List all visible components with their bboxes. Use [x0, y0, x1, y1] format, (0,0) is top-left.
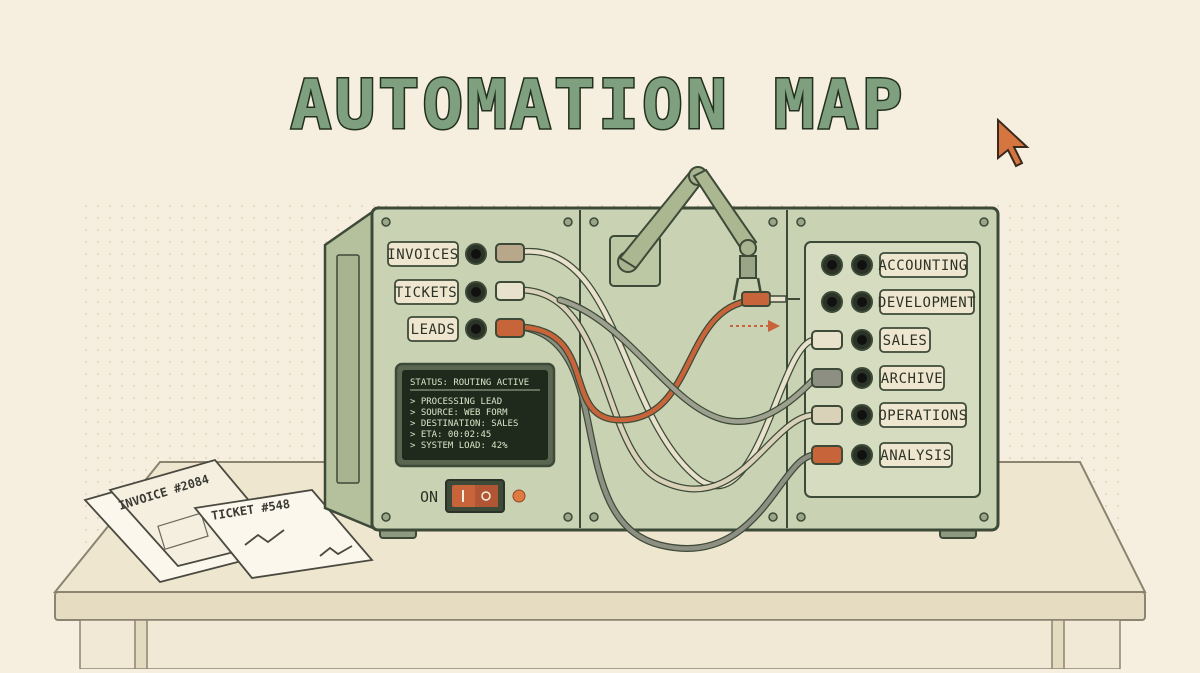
output-label-operations: OPERATIONS [878, 408, 967, 424]
input-label-invoices: INVOICES [387, 247, 458, 263]
screen-line: > SOURCE: WEB FORM [410, 408, 508, 418]
output-label-accounting: ACCOUNTING [878, 258, 967, 274]
output-label-sales: SALES [883, 333, 928, 349]
screen-line: > ETA: 00:02:45 [410, 430, 491, 440]
input-port-leads[interactable]: LEADS [407, 316, 525, 342]
screen-line: > SYSTEM LOAD: 42% [410, 441, 508, 451]
patch-cables [516, 248, 819, 552]
mouse-cursor-icon [997, 117, 1030, 168]
output-label-analysis: ANALYSIS [880, 448, 951, 464]
input-port-tickets[interactable]: TICKETS [394, 279, 525, 305]
power-indicator-light [512, 489, 526, 503]
power-switch-icon[interactable] [445, 479, 505, 513]
input-label-leads: LEADS [411, 322, 456, 338]
held-plug [741, 291, 800, 307]
output-port-operations[interactable]: OPERATIONS [811, 402, 968, 428]
screen-header: STATUS: ROUTING ACTIVE [410, 378, 529, 388]
routing-arrow [730, 320, 780, 332]
output-label-archive: ARCHIVE [881, 371, 944, 387]
input-label-tickets: TICKETS [395, 285, 458, 301]
input-port-invoices[interactable]: INVOICES [387, 241, 525, 267]
screen-line: > PROCESSING LEAD [410, 397, 502, 407]
power-label: ON [420, 488, 438, 506]
page-title: AUTOMATION MAP [290, 66, 905, 145]
output-port-archive[interactable]: ARCHIVE [811, 365, 945, 391]
output-port-analysis[interactable]: ANALYSIS [811, 442, 953, 468]
output-label-development: DEVELOPMENT [878, 295, 976, 311]
status-screen: STATUS: ROUTING ACTIVE > PROCESSING LEAD… [394, 362, 556, 468]
output-port-sales[interactable]: SALES [811, 327, 931, 353]
screen-line: > DESTINATION: SALES [410, 419, 518, 429]
output-port-accounting[interactable]: ACCOUNTING [821, 252, 968, 278]
robot-arm-icon [609, 166, 764, 301]
output-port-development[interactable]: DEVELOPMENT [821, 289, 976, 315]
